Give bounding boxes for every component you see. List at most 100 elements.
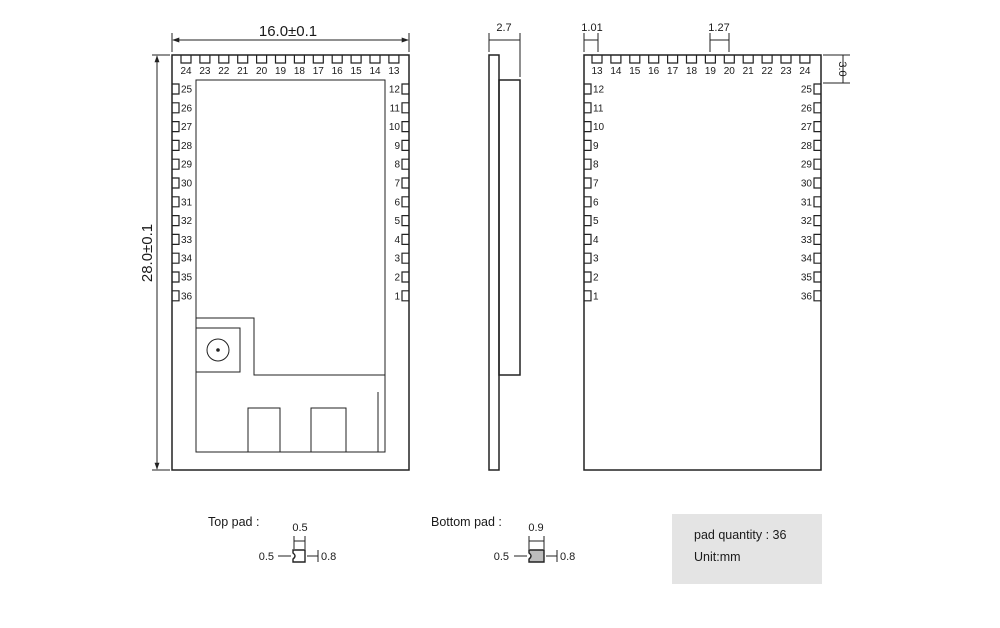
pin-number: 8 bbox=[394, 160, 400, 171]
castellated-pad bbox=[648, 55, 660, 64]
castellated-pad bbox=[401, 102, 409, 114]
castellated-pad bbox=[584, 290, 592, 302]
pin-number: 4 bbox=[394, 235, 400, 246]
pin-number: 15 bbox=[629, 66, 641, 77]
castellated-pad bbox=[172, 290, 180, 302]
info-box: pad quantity : 36 Unit:mm bbox=[672, 514, 822, 584]
castellated-pad bbox=[584, 271, 592, 283]
castellated-pad bbox=[667, 55, 679, 64]
pcb-antenna-trace bbox=[196, 392, 379, 453]
pin-number: 25 bbox=[801, 85, 813, 96]
castellated-pad bbox=[256, 55, 268, 64]
castellated-pad bbox=[584, 121, 592, 133]
castellated-pad bbox=[813, 215, 821, 227]
castellated-pad bbox=[584, 215, 592, 227]
shield-can-outline bbox=[195, 79, 386, 376]
pin-number: 36 bbox=[181, 291, 193, 302]
castellated-pad bbox=[401, 83, 409, 95]
pin-number: 18 bbox=[686, 66, 698, 77]
pin-number: 28 bbox=[181, 141, 193, 152]
pin-number: 15 bbox=[351, 66, 363, 77]
bottom-pad-shape bbox=[528, 549, 545, 563]
ipex-connector-outline bbox=[195, 327, 241, 373]
pin-number: 30 bbox=[181, 179, 193, 190]
pin-number: 6 bbox=[394, 197, 400, 208]
top-pad-detail: Top pad : 0.5 0.5 0.8 bbox=[208, 515, 336, 563]
pin-number: 26 bbox=[181, 103, 193, 114]
pin-number: 26 bbox=[801, 103, 813, 114]
pin-number: 19 bbox=[275, 66, 287, 77]
castellated-pad bbox=[172, 215, 180, 227]
castellated-pad bbox=[172, 102, 180, 114]
pin-number: 24 bbox=[180, 66, 192, 77]
pin-number: 10 bbox=[389, 122, 401, 133]
castellated-pad bbox=[401, 290, 409, 302]
pin-number: 22 bbox=[218, 66, 230, 77]
castellated-pad bbox=[172, 271, 180, 283]
pin-number: 13 bbox=[388, 66, 400, 77]
pin-number: 8 bbox=[593, 160, 599, 171]
castellated-pad bbox=[218, 55, 230, 64]
castellated-pad bbox=[274, 55, 287, 64]
pin-number: 20 bbox=[256, 66, 268, 77]
castellated-pad bbox=[401, 233, 409, 245]
pin-number: 32 bbox=[801, 216, 813, 227]
pin-number: 22 bbox=[762, 66, 774, 77]
bottom-pad-label: Bottom pad : bbox=[431, 515, 502, 529]
ipex-connector-ring bbox=[206, 338, 230, 362]
top-pad-left-label: 0.5 bbox=[259, 551, 274, 563]
pin-number: 24 bbox=[799, 66, 811, 77]
pin-number: 1 bbox=[394, 291, 400, 302]
pin-number: 29 bbox=[801, 160, 813, 171]
offset-dimension-label: 3.0 bbox=[836, 61, 848, 76]
castellated-pad bbox=[584, 158, 592, 170]
pin-number: 21 bbox=[743, 66, 755, 77]
castellated-pad bbox=[401, 139, 409, 151]
top-pad-shape bbox=[292, 549, 306, 563]
pin-number: 12 bbox=[389, 85, 401, 96]
front-module-outline bbox=[171, 54, 410, 471]
side-shield-outline bbox=[498, 79, 521, 376]
castellated-pad bbox=[584, 233, 592, 245]
castellated-pad bbox=[172, 196, 180, 208]
pin-number: 33 bbox=[801, 235, 813, 246]
castellated-pad bbox=[813, 233, 821, 245]
pad-quantity-text: pad quantity : 36 bbox=[694, 528, 787, 542]
pin-number: 17 bbox=[667, 66, 679, 77]
castellated-pad bbox=[813, 271, 821, 283]
castellated-pad bbox=[172, 83, 180, 95]
castellated-pad bbox=[293, 55, 305, 64]
castellated-pad bbox=[813, 290, 821, 302]
pin-number: 34 bbox=[801, 254, 813, 265]
pin-number: 10 bbox=[593, 122, 605, 133]
pin-number: 9 bbox=[593, 141, 599, 152]
castellated-pad bbox=[350, 55, 362, 64]
castellated-pad bbox=[584, 139, 592, 151]
castellated-pad bbox=[685, 55, 698, 64]
castellated-pad bbox=[813, 196, 821, 208]
pin-number: 17 bbox=[313, 66, 325, 77]
pin-number: 16 bbox=[332, 66, 344, 77]
castellated-pad bbox=[723, 55, 735, 64]
pin-number: 4 bbox=[593, 235, 599, 246]
height-dimension-label: 28.0±0.1 bbox=[139, 224, 156, 282]
bottom-pad-detail: Bottom pad : 0.9 0.5 0.8 bbox=[431, 515, 575, 563]
pin-number: 5 bbox=[593, 216, 599, 227]
castellated-pad bbox=[172, 158, 180, 170]
pin-number: 31 bbox=[801, 197, 813, 208]
pin-number: 29 bbox=[181, 160, 193, 171]
pin-number: 5 bbox=[394, 216, 400, 227]
pin-number: 7 bbox=[394, 179, 400, 190]
castellated-pad bbox=[813, 177, 821, 189]
pin-number: 3 bbox=[394, 254, 400, 265]
pin-number: 1 bbox=[593, 291, 599, 302]
castellated-pad bbox=[172, 139, 180, 151]
castellated-pad bbox=[172, 233, 180, 245]
pin-number: 7 bbox=[593, 179, 599, 190]
pin-number: 33 bbox=[181, 235, 193, 246]
